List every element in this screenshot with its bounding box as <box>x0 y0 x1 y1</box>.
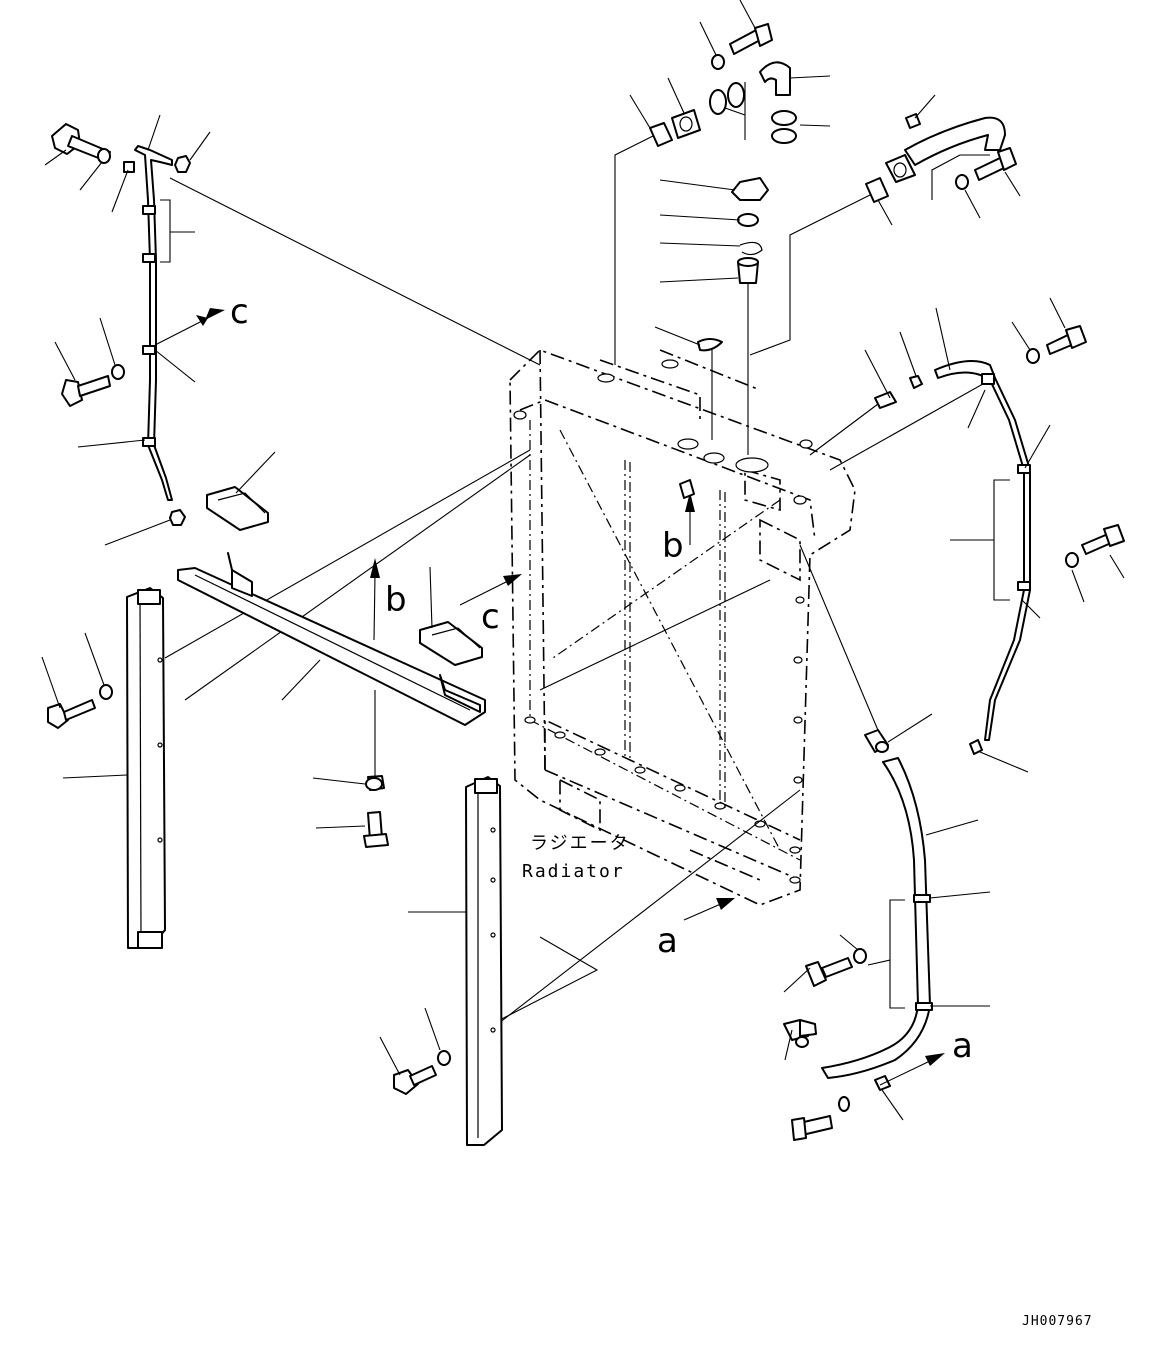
bottom-seal <box>177 451 486 848</box>
top-hose-parts <box>629 0 831 147</box>
left-side-seal <box>41 587 166 949</box>
view-label-a-top: a <box>952 1026 973 1066</box>
view-label-b-right: b <box>662 526 684 566</box>
center-side-seal <box>379 776 503 1146</box>
view-label-c-mid: c <box>481 597 500 637</box>
radiator-frame <box>509 349 856 906</box>
top-filler-parts <box>654 177 769 352</box>
view-label-b-left: b <box>385 580 407 620</box>
view-label-c-left: c <box>230 292 249 332</box>
right-elbow-parts <box>865 94 1021 226</box>
drawing-code: JH007967 <box>1022 1314 1093 1329</box>
assembly-lines <box>164 134 991 1031</box>
view-label-a-bottom: a <box>657 921 678 961</box>
bottom-right-hose <box>783 713 991 1141</box>
radiator-label-jp: ラジエータ <box>530 833 630 854</box>
view-arrows <box>459 479 735 921</box>
left-sensor-pipe <box>44 114 225 546</box>
radiator-label-en: Radiator <box>522 861 625 882</box>
right-sensor-pipe <box>864 297 1125 773</box>
